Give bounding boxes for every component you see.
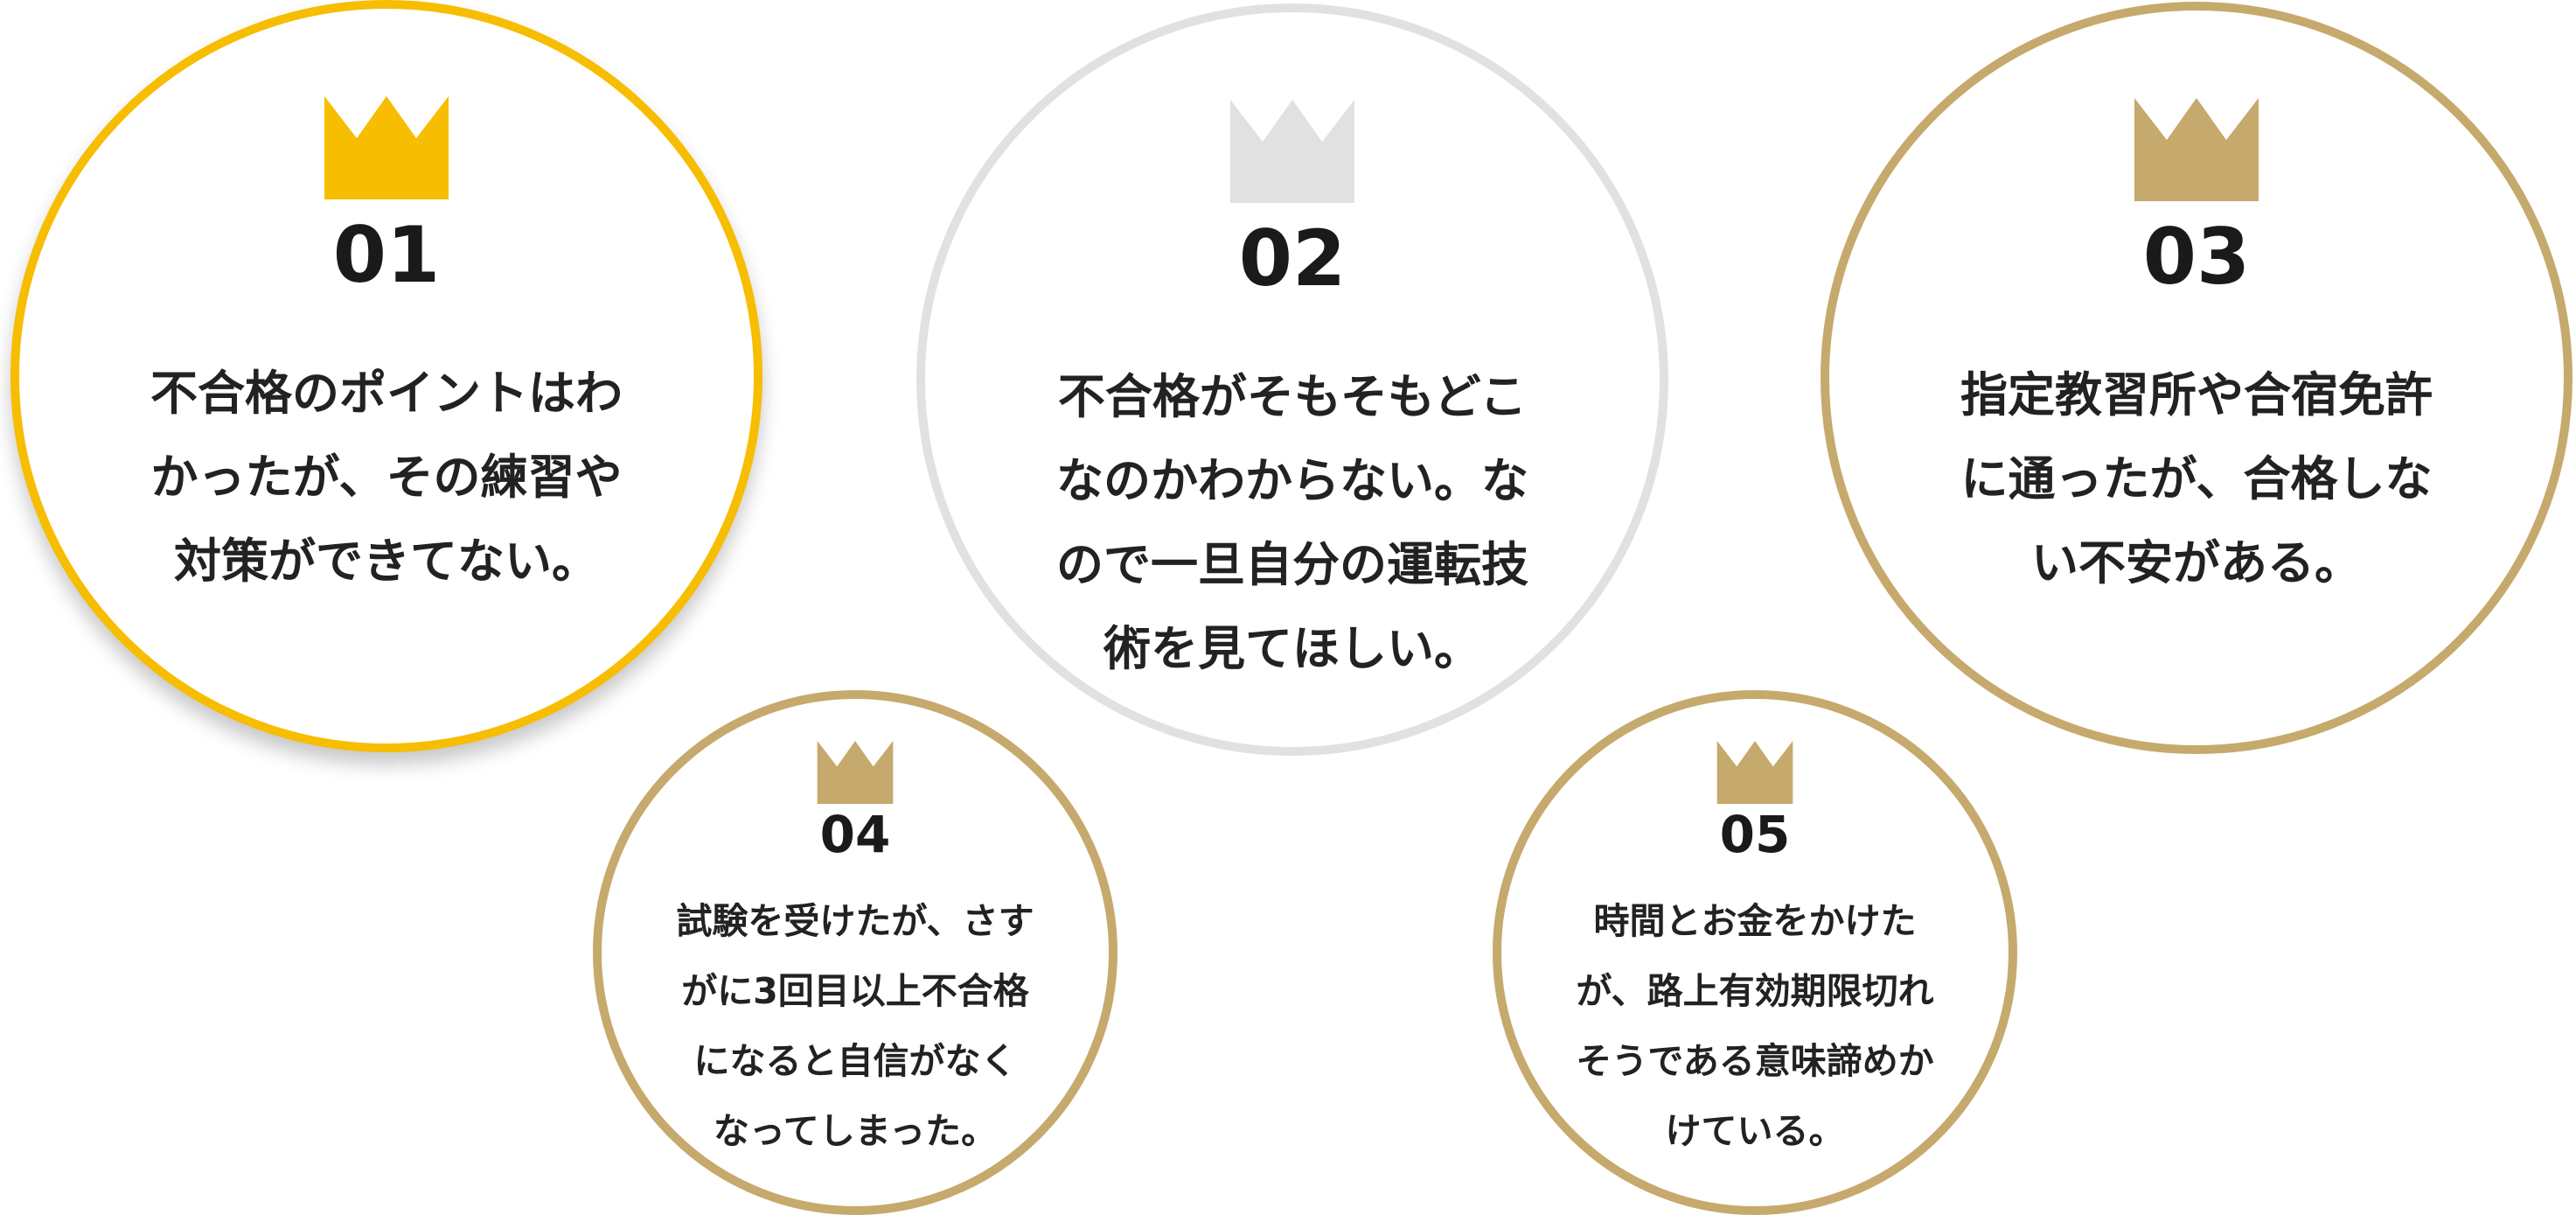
reason-text-line: になると自信がなく xyxy=(693,1040,1017,1082)
reason-text-line: に通ったが、合格しな xyxy=(1960,451,2433,506)
reason-text: 不合格がそもそもどこ なのかわからない。な ので一旦自分の運転技 術を見てほしい… xyxy=(925,355,1660,691)
reason-card-02: 02 不合格がそもそもどこ なのかわからない。な ので一旦自分の運転技 術を見て… xyxy=(916,3,1668,756)
crown-icon xyxy=(1716,741,1793,804)
reason-text-line: そうである意味諦めか xyxy=(1576,1040,1934,1082)
crown-icon xyxy=(1230,100,1354,203)
reason-text-line: 術を見てほしい。 xyxy=(1104,621,1481,676)
reason-text: 時間とお金をかけた が、路上有効期限切れ そうである意味諦めか けている。 xyxy=(1501,886,2009,1166)
reason-number: 01 xyxy=(332,210,441,300)
reason-card-03: 03 指定教習所や合宿免許 に通ったが、合格しな い不安がある。 xyxy=(1821,2,2573,754)
reason-text-line: 不合格のポイントはわ xyxy=(150,366,623,421)
reason-text-line: 不合格がそもそもどこ xyxy=(1057,369,1528,424)
reason-text-line: 指定教習所や合宿免許 xyxy=(1960,367,2433,422)
crown-icon xyxy=(817,741,894,804)
reason-text-line: がに3回目以上不合格 xyxy=(681,970,1029,1012)
crown-icon xyxy=(2134,98,2259,201)
reason-text-line: 対策ができてない。 xyxy=(174,534,599,589)
reason-text-line: が、路上有効期限切れ xyxy=(1576,970,1934,1012)
reason-number: 03 xyxy=(2142,212,2251,302)
reason-card-01: 01 不合格のポイントはわ かったが、その練習や 対策ができてない。 xyxy=(10,0,762,752)
reason-text-line: けている。 xyxy=(1665,1110,1845,1152)
reason-number: 05 xyxy=(1719,805,1791,864)
reason-text-line: なってしまった。 xyxy=(713,1110,998,1152)
reason-text-line: ので一旦自分の運転技 xyxy=(1056,537,1528,592)
reason-text-line: なのかわからない。な xyxy=(1056,453,1528,508)
reason-text-line: 試験を受けたが、さす xyxy=(676,900,1034,942)
reason-text-line: 時間とお金をかけた xyxy=(1593,900,1917,942)
crown-icon xyxy=(324,96,449,199)
reason-text-line: い不安がある。 xyxy=(2031,535,2362,590)
reason-text: 試験を受けたが、さす がに3回目以上不合格 になると自信がなく なってしまった。 xyxy=(602,886,1109,1166)
reason-number: 04 xyxy=(819,805,891,864)
reason-number: 02 xyxy=(1238,213,1347,304)
reason-text: 指定教習所や合宿免許 に通ったが、合格しな い不安がある。 xyxy=(1829,353,2564,605)
reason-text: 不合格のポイントはわ かったが、その練習や 対策ができてない。 xyxy=(19,352,754,604)
reason-card-04: 04 試験を受けたが、さす がに3回目以上不合格 になると自信がなく なってしま… xyxy=(593,690,1117,1215)
reason-card-05: 05 時間とお金をかけた が、路上有効期限切れ そうである意味諦めか けている。 xyxy=(1493,690,2017,1215)
reason-text-line: かったが、その練習や xyxy=(150,450,623,505)
